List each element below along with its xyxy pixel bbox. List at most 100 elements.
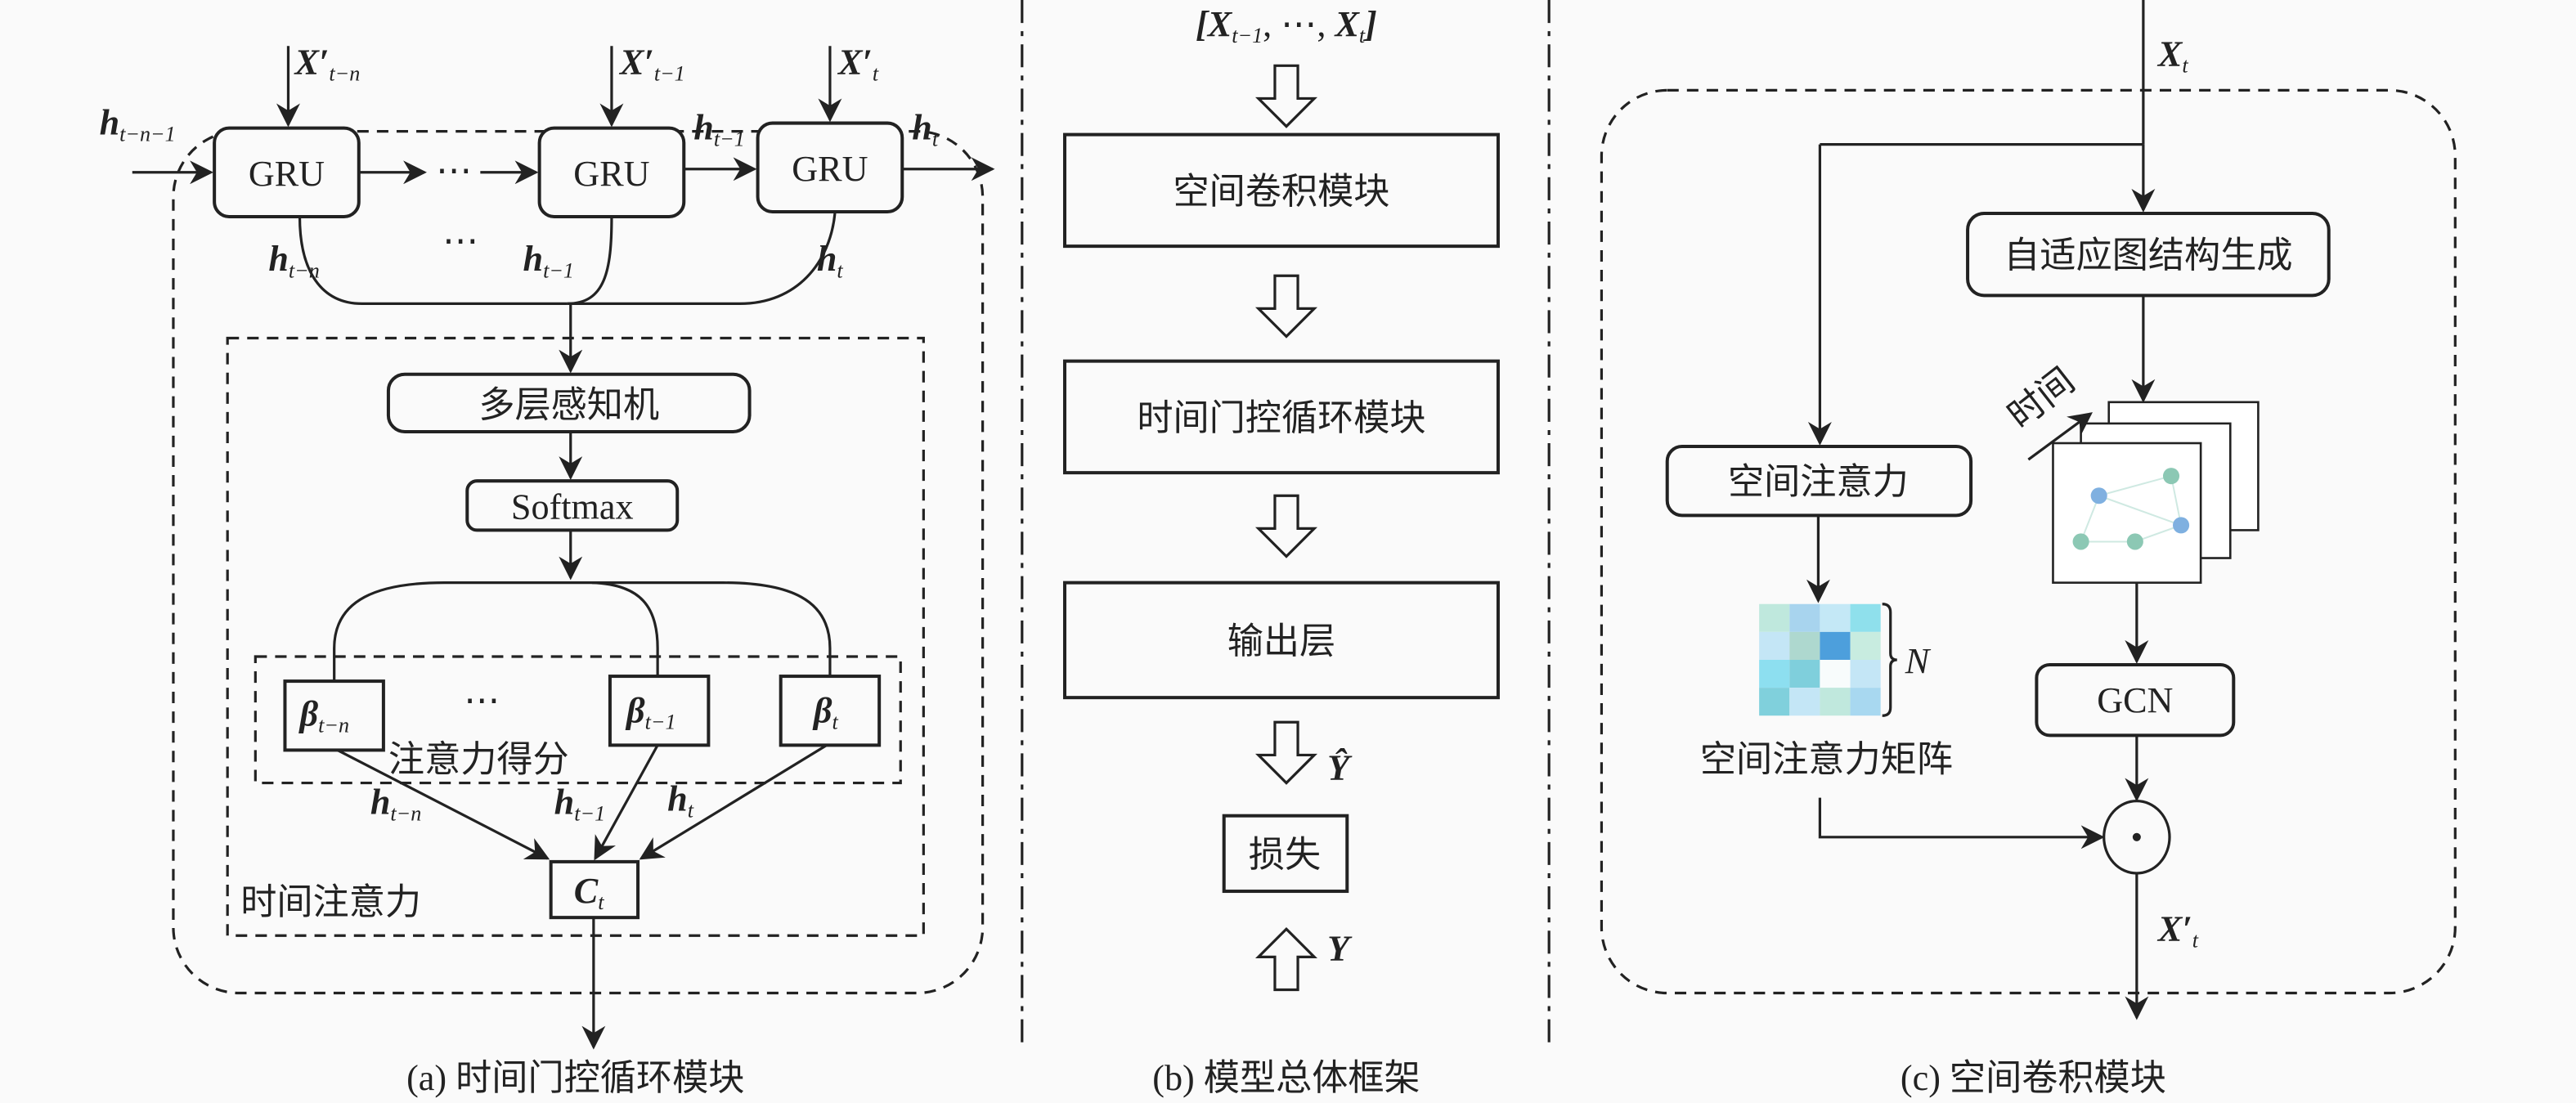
curve-h-t	[567, 213, 837, 305]
y-hat-label: Ŷ	[1327, 748, 1353, 788]
label-x-t-in: Xt	[2156, 34, 2188, 77]
line-to-beta-t1	[591, 581, 659, 682]
matrix-brace	[1882, 603, 1897, 717]
gru-label-2: GRU	[573, 154, 649, 194]
loss-box	[1222, 814, 1349, 894]
matrix-cell	[1759, 688, 1790, 716]
gru-box-3	[756, 121, 904, 213]
label-h-t-lower: ht	[667, 779, 694, 823]
mlp-label: 多层感知机	[478, 385, 659, 425]
y-label: Y	[1327, 928, 1353, 968]
matrix-cell	[1759, 659, 1790, 688]
matrix-label: 空间注意力矩阵	[1700, 739, 1953, 779]
label-h-tn: ht−n	[268, 239, 319, 282]
matrix-cell	[1850, 688, 1881, 716]
loss-label: 损失	[1249, 835, 1321, 875]
hollow-arrow-up	[1254, 926, 1317, 992]
graph-sheet-front	[2052, 442, 2202, 584]
label-ct: Ct	[574, 871, 604, 914]
graph-node	[2173, 517, 2190, 534]
gcn-label: GCN	[2097, 680, 2173, 720]
label-beta-t: βt	[812, 690, 839, 733]
gru-label-3: GRU	[792, 149, 868, 189]
ellipsis-chain: ⋯	[436, 150, 472, 191]
label-h-t: ht	[817, 239, 844, 282]
curve-to-betas	[333, 581, 832, 682]
label-x-t-out: X′t	[2156, 908, 2199, 952]
adaptive-graph-box	[1966, 211, 2331, 298]
matrix-cell	[1820, 603, 1851, 632]
temporal-attention-label: 时间注意力	[240, 882, 421, 922]
arrow-beta-tn-ct	[336, 748, 550, 860]
arrow-beta-t1-ct	[594, 744, 659, 861]
hollow-arrow-down-3	[1254, 494, 1317, 558]
attention-matrix	[1759, 603, 1881, 716]
n-label: N	[1905, 641, 1932, 681]
graph-nodes	[2072, 468, 2190, 550]
label-h-t-top: ht	[912, 108, 939, 151]
label-h-t1-top: ht−1	[693, 108, 744, 151]
graph-node	[2126, 533, 2143, 550]
beta-tn-box	[283, 679, 385, 752]
hollow-arrow-down-1	[1254, 64, 1317, 128]
matrix-cell	[1820, 631, 1851, 660]
temporal-attention-frame	[226, 336, 925, 937]
beta-t1-box	[608, 675, 711, 747]
matrix-cell	[1820, 688, 1851, 716]
graph-edge	[2080, 495, 2100, 542]
panel-c-spatial-conv-module: Xt 自适应图结构生成 时间 空间注意力 N 空间注意力矩阵 GCN ⊙ X′t	[1600, 0, 2457, 1098]
hadamard-dot	[2132, 832, 2141, 841]
label-h-tn1: ht−n−1	[100, 103, 176, 146]
gcn-box	[2035, 663, 2236, 738]
ct-box	[549, 859, 640, 920]
panel-a-temporal-gru-module: X′t−n X′t−1 X′t GRU GRU GRU ht−n−1 ⋯ ht−…	[100, 42, 995, 1098]
attention-score-frame	[254, 655, 902, 785]
ellipsis-betas: ⋯	[464, 680, 500, 720]
adaptive-graph-label: 自适应图结构生成	[2004, 235, 2292, 276]
graph-node	[2090, 487, 2107, 504]
gru-label-1: GRU	[249, 154, 325, 194]
softmax-box	[465, 479, 680, 532]
temporal-module-box	[1062, 359, 1500, 475]
label-beta-tn: βt−n	[298, 693, 350, 737]
label-beta-t1: βt−1	[625, 690, 676, 733]
graph-edge	[2098, 475, 2172, 497]
input-sequence-label: [Xt−1, ⋯, Xt]	[1196, 4, 1377, 47]
spatial-module-label: 空间卷积模块	[1173, 172, 1389, 212]
ellipsis-curves: ⋯	[442, 221, 478, 261]
label-x-tn: X′t−n	[293, 42, 360, 85]
label-h-tn-lower: ht−n	[370, 782, 421, 826]
graph-edge	[2170, 475, 2183, 526]
outer-dashed-frame-c	[1600, 88, 2457, 995]
temporal-module-label: 时间门控循环模块	[1137, 398, 1425, 438]
attention-score-label: 注意力得分	[388, 739, 569, 779]
matrix-cell	[1850, 659, 1881, 688]
time-arrow	[2027, 412, 2093, 461]
matrix-cell	[1759, 603, 1790, 632]
softmax-label: Softmax	[511, 486, 634, 527]
spatial-attention-label: 空间注意力	[1728, 462, 1909, 502]
beta-t-box	[779, 675, 882, 747]
graph-node	[2162, 468, 2180, 485]
caption-a: (a) 时间门控循环模块	[406, 1058, 744, 1098]
arrow-beta-t-ct	[639, 744, 828, 860]
matrix-cell	[1789, 631, 1820, 660]
label-x-t: X′t	[837, 42, 879, 85]
graph-edge	[2098, 495, 2182, 527]
output-layer-box	[1062, 581, 1500, 700]
label-h-t1-lower: ht−1	[554, 782, 605, 826]
caption-b: (b) 模型总体框架	[1152, 1058, 1420, 1098]
matrix-cell	[1759, 631, 1790, 660]
panel-b-overall-framework: [Xt−1, ⋯, Xt] 空间卷积模块 时间门控循环模块 输出层 Ŷ 损失 Y…	[1062, 4, 1500, 1098]
matrix-cell	[1850, 631, 1881, 660]
caption-c: (c) 空间卷积模块	[1901, 1058, 2166, 1098]
matrix-cell	[1789, 603, 1820, 632]
hollow-arrow-down-4	[1254, 720, 1317, 785]
label-h-t1: ht−1	[523, 239, 574, 282]
output-layer-label: 输出层	[1227, 621, 1335, 661]
matrix-cell	[1850, 603, 1881, 632]
curve-h-tn	[298, 216, 568, 305]
arrow-matrix-to-product	[1818, 797, 2105, 850]
curve-h-t1	[567, 216, 613, 305]
